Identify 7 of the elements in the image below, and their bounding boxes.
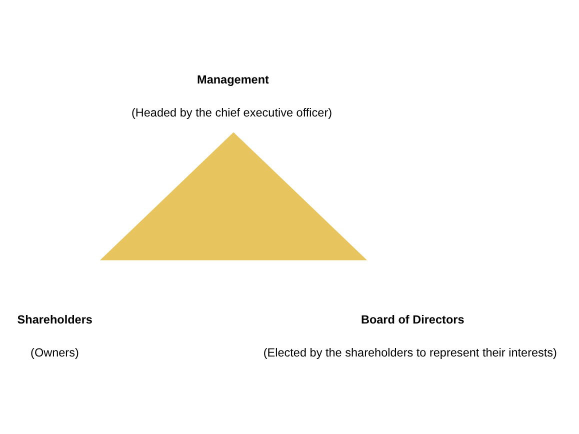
label: Board of Directors xyxy=(360,312,464,326)
label: (Headed by the chief executive officer) xyxy=(131,106,332,119)
label: Shareholders xyxy=(17,312,92,326)
node-triangle xyxy=(100,132,368,260)
label: (Elected by the shareholders to represent their interests) xyxy=(263,346,557,360)
label: (Owners) xyxy=(30,346,79,360)
label: Management xyxy=(197,72,269,86)
